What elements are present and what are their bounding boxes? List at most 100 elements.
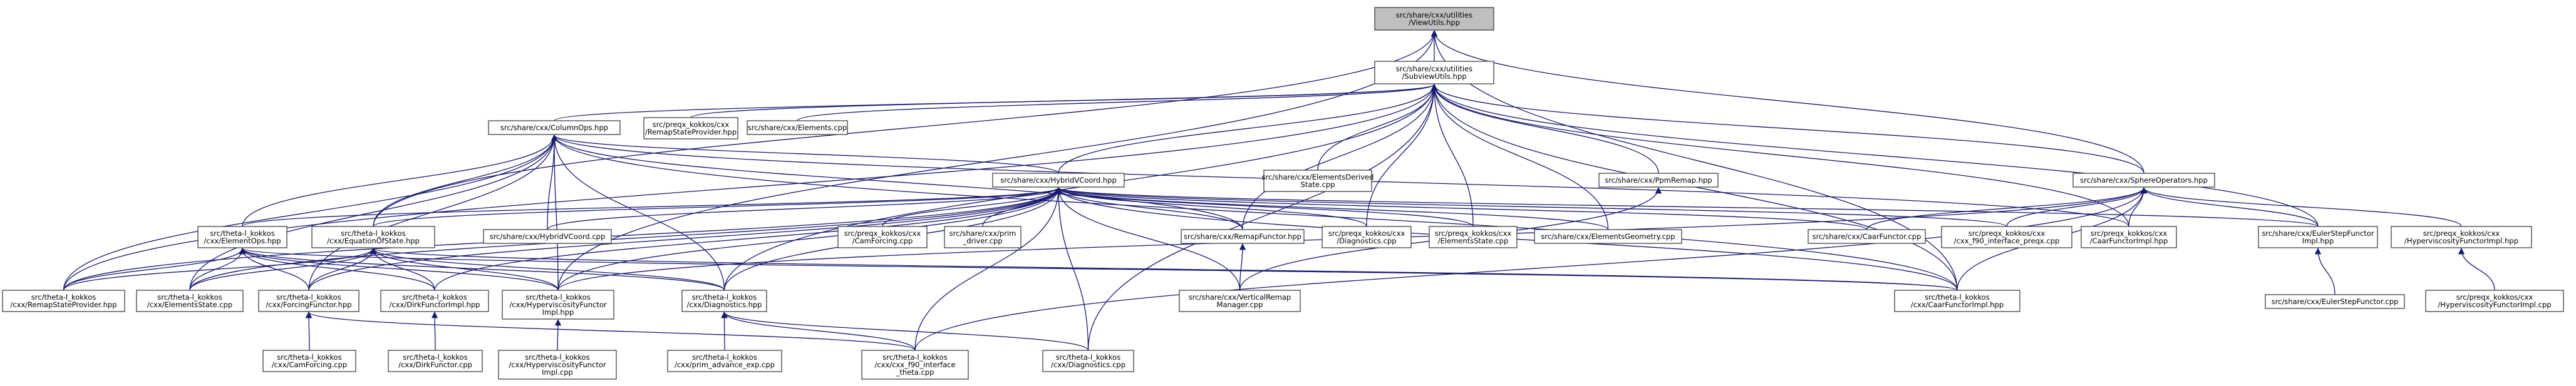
edge-columnops-to-remapfunctor bbox=[551, 134, 1243, 230]
node-label-line: /cxx/RemapStateProvider.hpp bbox=[10, 300, 116, 309]
node-box bbox=[483, 229, 612, 244]
node-box bbox=[258, 290, 360, 312]
node-theta_cxx_f90[interactable]: src/theta-l_kokkos/cxx/cxx_f90_interface… bbox=[861, 350, 969, 380]
node-label-line: src/preqx_kokkos/cxx bbox=[844, 229, 921, 238]
node-label-line: /ViewUtils.hpp bbox=[1409, 18, 1460, 27]
node-theta_diagnostics_cpp[interactable]: src/theta-l_kokkos/cxx/Diagnostics.cpp bbox=[1042, 350, 1134, 372]
edge-theta_elementops-to-theta_forcingfunctor bbox=[239, 247, 309, 291]
node-prep_diagnostics[interactable]: src/preqx_kokkos/cxx/Diagnostics.cpp bbox=[1322, 226, 1412, 248]
edge-hybridvcoord-to-theta_eos bbox=[373, 186, 1062, 227]
node-theta_forcingfunctor[interactable]: src/theta-l_kokkos/cxx/ForcingFunctor.hp… bbox=[258, 290, 360, 312]
node-hybridvcoord[interactable]: src/share/cxx/HybridVCoord.hpp bbox=[992, 173, 1125, 188]
node-box bbox=[488, 120, 621, 135]
node-label-line: src/preqx_kokkos/cxx bbox=[1328, 229, 1405, 238]
node-box bbox=[2072, 173, 2215, 188]
node-label-line: src/share/cxx/utilities bbox=[1396, 64, 1472, 73]
node-label-line: Manager.cpp bbox=[1217, 300, 1263, 309]
node-prep_hypervisimpl[interactable]: src/preqx_kokkos/cxx/HyperviscosityFunct… bbox=[2391, 226, 2532, 248]
edge-theta_eos-to-theta_forcingfunctor bbox=[308, 247, 377, 291]
node-theta_hypervisimpl_cpp[interactable]: src/theta-l_kokkos/cxx/HyperviscosityFun… bbox=[498, 350, 617, 380]
edge-theta_diagnostics_hpp-to-theta_diagnostics_cpp bbox=[721, 311, 1089, 351]
node-label-line: src/share/cxx/EulerStepFunctor bbox=[2262, 229, 2374, 238]
node-prep_camforcing[interactable]: src/preqx_kokkos/cxx/CamForcing.cpp bbox=[837, 226, 928, 248]
edge-viewutils-to-sphereops bbox=[1430, 29, 2144, 174]
node-box bbox=[1429, 226, 1518, 248]
node-label-line: /CaarFunctorImpl.hpp bbox=[2090, 236, 2168, 245]
node-label-line: src/share/cxx/VerticalRemap bbox=[1189, 293, 1291, 302]
node-theta_remapstate[interactable]: src/theta-l_kokkos/cxx/RemapStateProvide… bbox=[2, 290, 125, 312]
edge-subviewutils-to-ppmremap bbox=[1430, 83, 1659, 174]
node-prep_cxx_f90[interactable]: src/preqx_kokkos/cxx/cxx_f90_interface_p… bbox=[1941, 226, 2072, 248]
node-theta_diagnostics_hpp[interactable]: src/theta-l_kokkos/cxx/Diagnostics.hpp bbox=[681, 290, 767, 312]
edge-theta_eos-to-theta_elementsstate bbox=[189, 247, 377, 291]
node-label-line: src/share/cxx/RemapFunctor.hpp bbox=[1184, 232, 1301, 241]
node-theta_dirkfunctor[interactable]: src/theta-l_kokkos/cxx/DirkFunctor.cpp bbox=[388, 350, 483, 372]
node-box bbox=[2081, 226, 2177, 248]
node-caarfunctor_cpp[interactable]: src/share/cxx/CaarFunctor.cpp bbox=[1808, 229, 1926, 244]
edge-columnops-to-theta_elementops bbox=[242, 134, 558, 227]
node-remapfunctor[interactable]: src/share/cxx/RemapFunctor.hpp bbox=[1181, 229, 1305, 244]
node-theta_prim_advance[interactable]: src/theta-l_kokkos/cxx/prim_advance_exp.… bbox=[667, 350, 782, 372]
edge-theta_elementops-to-theta_dirkimpl bbox=[239, 247, 435, 291]
node-box bbox=[1598, 173, 1719, 188]
node-remapstateprovider_prep[interactable]: src/preqx_kokkos/cxx/RemapStateProvider.… bbox=[643, 117, 738, 140]
node-label-line: src/theta-l_kokkos bbox=[1925, 293, 1989, 302]
node-elements_cpp[interactable]: src/share/cxx/Elements.cpp bbox=[747, 120, 848, 135]
node-elementsgeometry[interactable]: src/share/cxx/ElementsGeometry.cpp bbox=[1534, 229, 1682, 244]
node-box bbox=[944, 226, 1022, 248]
node-theta_eos[interactable]: src/theta-l_kokkos/cxx/EquationOfState.h… bbox=[311, 226, 435, 248]
edge-theta_elementops-to-theta_hypervisimpl bbox=[239, 247, 559, 291]
node-label-line: /cxx/CamForcing.cpp bbox=[272, 360, 347, 369]
node-label-line: Impl.hpp bbox=[2302, 236, 2334, 245]
node-box bbox=[2391, 226, 2532, 248]
node-label-line: src/share/cxx/HybridVCoord.cpp bbox=[490, 232, 606, 241]
node-box bbox=[747, 120, 848, 135]
node-label-line: src/share/cxx/ColumnOps.hpp bbox=[500, 123, 608, 132]
node-ppmremap[interactable]: src/share/cxx/PpmRemap.hpp bbox=[1598, 173, 1719, 188]
node-box bbox=[311, 226, 435, 248]
node-hybridvcoord_cpp[interactable]: src/share/cxx/HybridVCoord.cpp bbox=[483, 229, 612, 244]
node-prim_driver[interactable]: src/share/cxx/prim_driver.cpp bbox=[944, 226, 1022, 248]
edge-subviewutils-to-elementsgeometry bbox=[1430, 83, 1609, 230]
node-sphereops[interactable]: src/share/cxx/SphereOperators.hpp bbox=[2072, 173, 2215, 188]
node-box bbox=[643, 117, 738, 140]
node-prep_hypervisimpl_cpp[interactable]: src/preqx_kokkos/cxx/HyperviscosityFunct… bbox=[2425, 290, 2564, 312]
edges-layer bbox=[63, 29, 2495, 351]
node-label-line: src/theta-l_kokkos bbox=[403, 353, 467, 362]
node-theta_elementops[interactable]: src/theta-l_kokkos/cxx/ElementOps.hpp bbox=[197, 226, 287, 248]
node-prep_caarfunctorimpl[interactable]: src/preqx_kokkos/cxx/CaarFunctorImpl.hpp bbox=[2081, 226, 2177, 248]
edge-theta_eos-to-theta_remapstate bbox=[63, 247, 377, 291]
node-box bbox=[861, 350, 969, 380]
node-label-line: /cxx/ElementOps.hpp bbox=[204, 236, 281, 245]
node-theta_dirkimpl[interactable]: src/theta-l_kokkos/cxx/DirkFunctorImpl.h… bbox=[380, 290, 489, 312]
node-label-line: /cxx/HyperviscosityFunctor bbox=[509, 360, 606, 369]
node-box bbox=[502, 290, 614, 320]
node-box bbox=[1042, 350, 1134, 372]
edge-hybridvcoord-to-caarfunctor_cpp bbox=[1055, 186, 1868, 230]
node-box bbox=[2265, 294, 2405, 309]
node-theta_caarimpl[interactable]: src/theta-l_kokkos/cxx/CaarFunctorImpl.h… bbox=[1894, 290, 2020, 312]
node-theta_elementsstate[interactable]: src/theta-l_kokkos/cxx/ElementsState.cpp bbox=[136, 290, 244, 312]
node-columnops[interactable]: src/share/cxx/ColumnOps.hpp bbox=[488, 120, 621, 135]
edge-remapfunctor-to-verticalremap bbox=[1239, 243, 1246, 291]
edge-hybridvcoord-to-theta_elementsstate bbox=[189, 186, 1062, 291]
node-label-line: src/theta-l_kokkos bbox=[277, 353, 341, 362]
node-box bbox=[992, 173, 1125, 188]
edge-subviewutils-to-prep_diagnostics bbox=[1366, 83, 1438, 227]
edge-sphereops-to-caarfunctor_cpp bbox=[1866, 186, 2148, 230]
edge-subviewutils-to-theta_diagnostics_cpp bbox=[1087, 83, 1438, 351]
edge-theta_elementops-to-theta_diagnostics_hpp bbox=[239, 247, 725, 291]
node-box bbox=[1374, 7, 1494, 31]
node-box bbox=[1181, 229, 1305, 244]
node-subviewutils[interactable]: src/share/cxx/utilities/SubviewUtils.hpp bbox=[1374, 61, 1494, 84]
node-theta_camforcing[interactable]: src/theta-l_kokkos/cxx/CamForcing.cpp bbox=[262, 350, 356, 372]
node-prep_elementsstate[interactable]: src/preqx_kokkos/cxx/ElementsState.cpp bbox=[1429, 226, 1518, 248]
node-label-line: src/share/cxx/PpmRemap.hpp bbox=[1605, 176, 1712, 185]
edge-hybridvcoord-to-remapfunctor bbox=[1055, 186, 1243, 230]
node-eulerstep_cpp[interactable]: src/share/cxx/EulerStepFunctor.cpp bbox=[2265, 294, 2405, 309]
node-box bbox=[1894, 290, 2020, 312]
node-theta_hypervisimpl[interactable]: src/theta-l_kokkos/cxx/HyperviscosityFun… bbox=[502, 290, 614, 320]
